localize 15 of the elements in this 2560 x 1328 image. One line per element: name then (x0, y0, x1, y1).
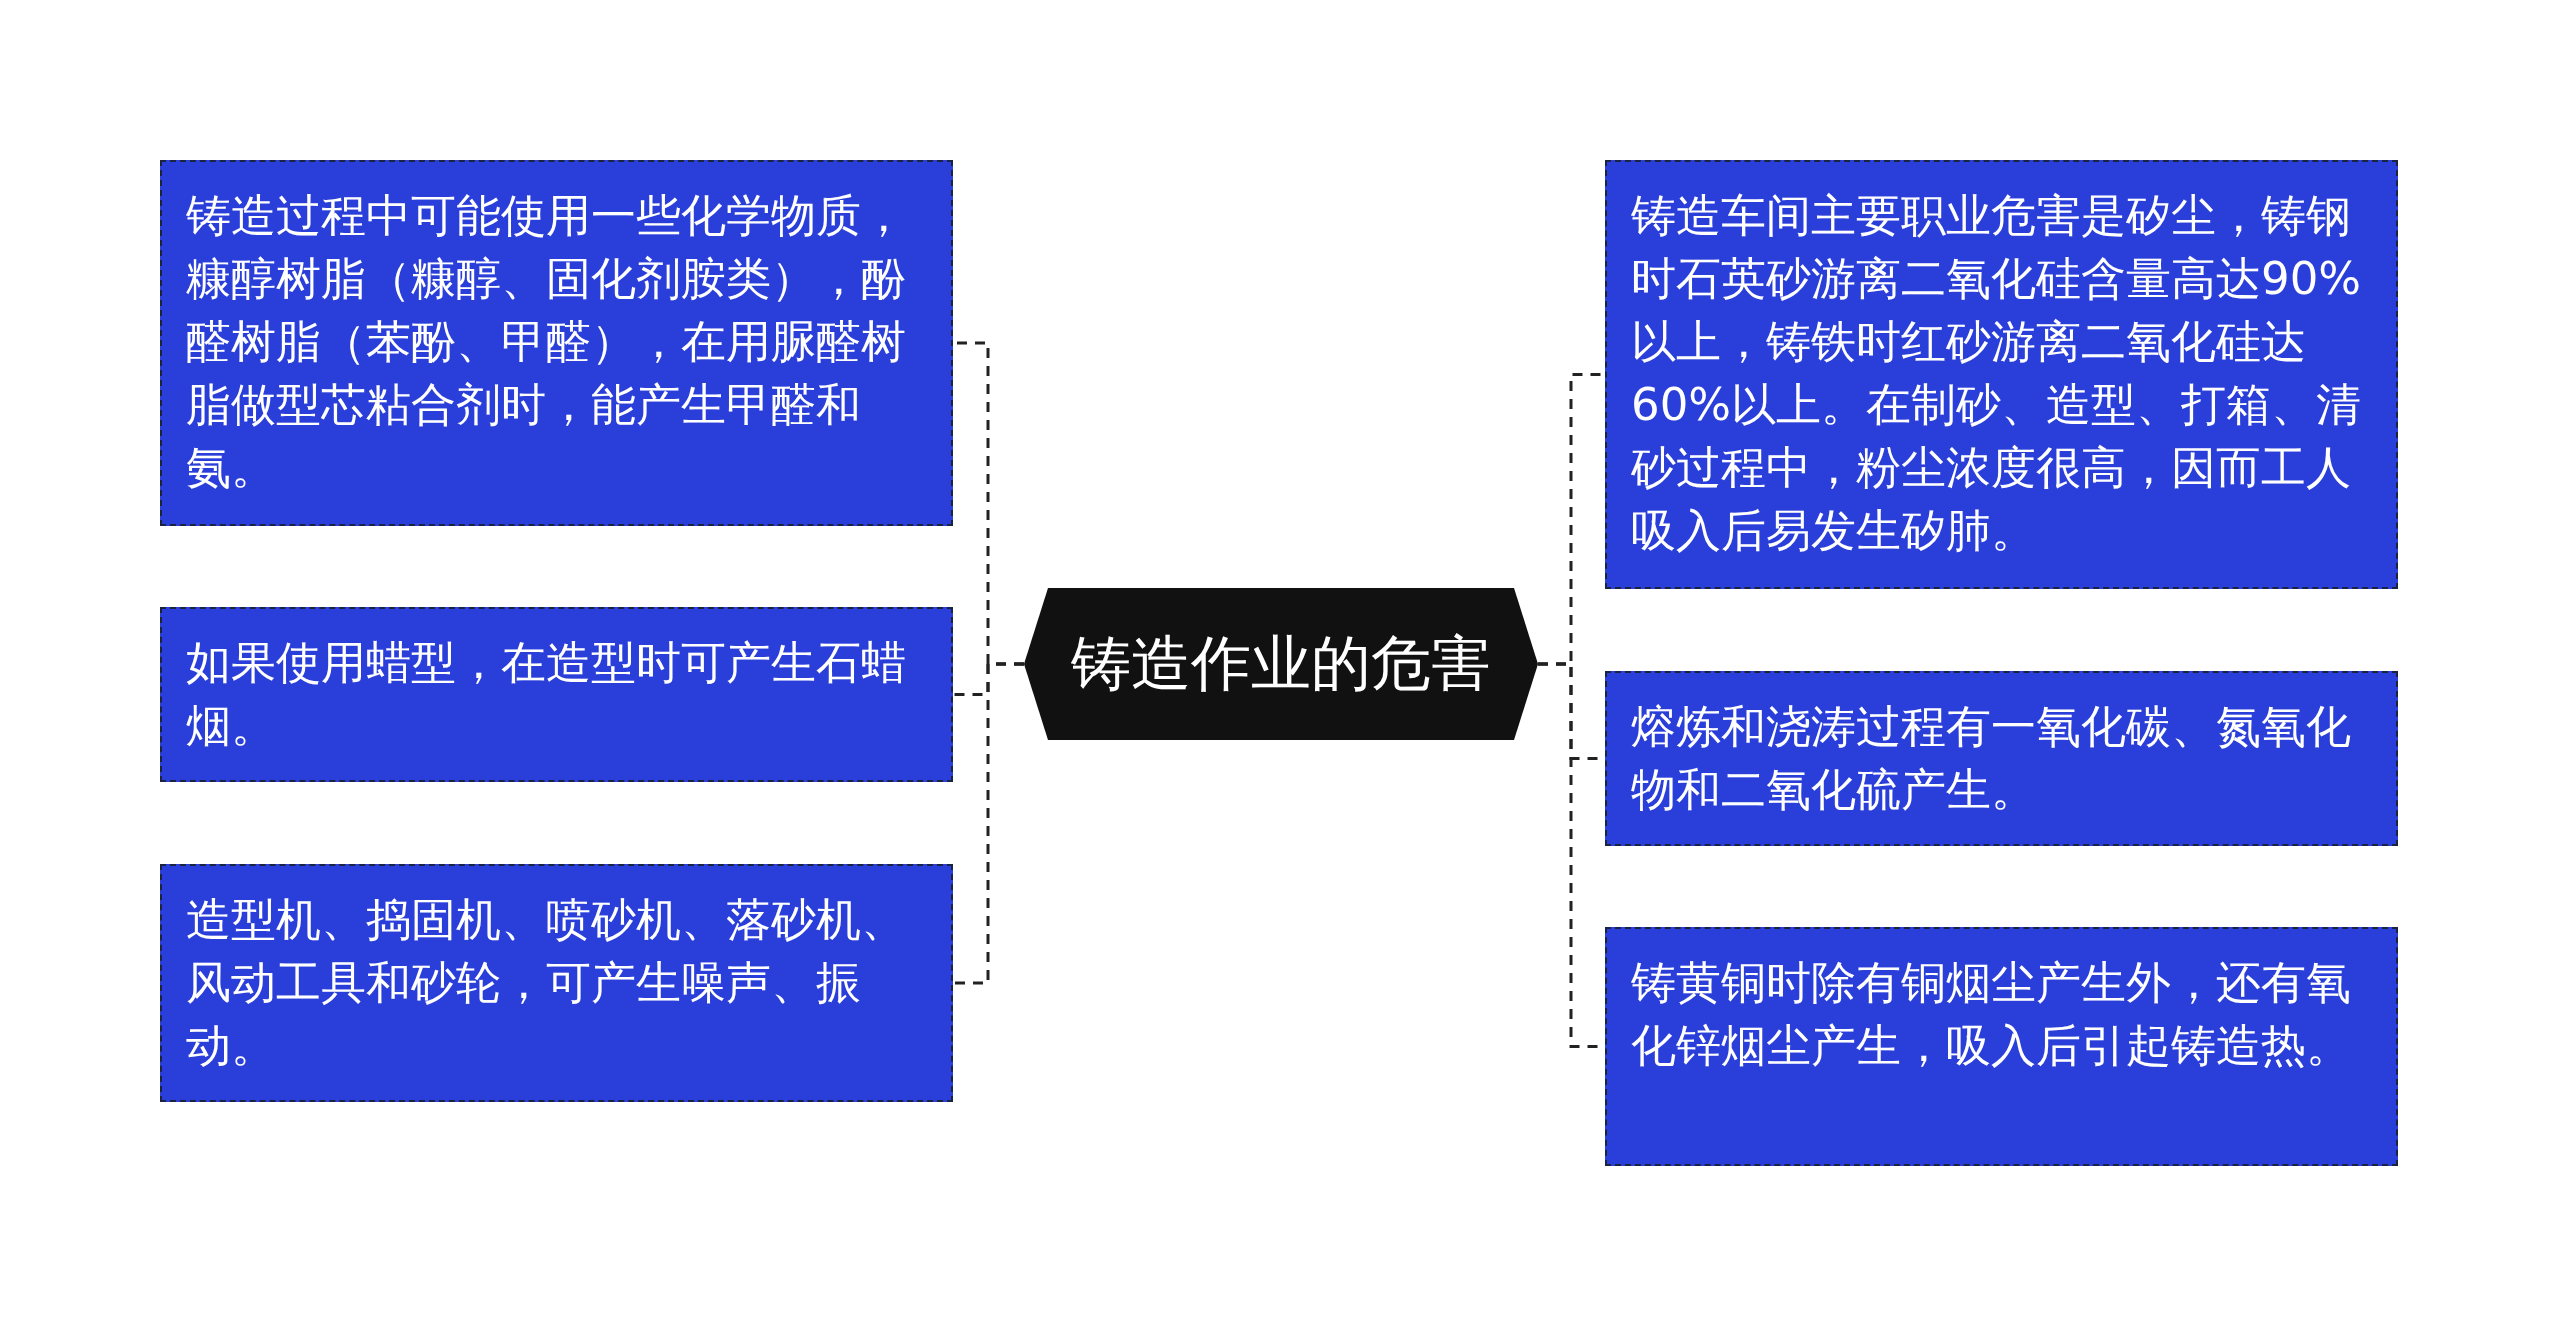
topic-box (160, 864, 953, 1102)
topic-text: 铸造车间主要职业危害是矽尘，铸钢时石英砂游离二氧化硅含量高达90%以上，铸铁时红砂游离二氧化硅达60%以上。在制砂、造型、打箱、清砂过程中，粉尘浓度很高，因而工人吸入后易发生矽肺。 (1631, 188, 2363, 559)
topic-text: 铸造过程中可能使用一些化学物质，糠醇树脂（糠醇、固化剂胺类），酚醛树脂（苯酚、甲醛），在用脲醛树脂做型芯粘合剂时，能产生甲醛和氨。 (186, 188, 907, 496)
topic-text: 铸黄铜时除有铜烟尘产生外，还有氧化锌烟尘产生，吸入后引起铸造热。 (1631, 955, 2352, 1074)
central-topic-text: 铸造作业的危害 (1070, 626, 1492, 700)
topic-text: 熔炼和浇涛过程有一氧化碳、氮氧化物和二氧化硫产生。 (1631, 699, 2352, 818)
topic-box (160, 160, 953, 526)
topic-box (160, 607, 953, 782)
topic-text: 如果使用蜡型，在造型时可产生石蜡烟。 (186, 635, 907, 754)
central-topic-hexagon (1024, 588, 1538, 740)
topic-box (1605, 160, 2398, 589)
topic-text: 造型机、捣固机、喷砂机、落砂机、风动工具和砂轮，可产生噪声、振动。 (186, 892, 907, 1074)
connector (953, 662, 1024, 985)
topic-box (1605, 927, 2398, 1166)
topic-box (1605, 671, 2398, 846)
